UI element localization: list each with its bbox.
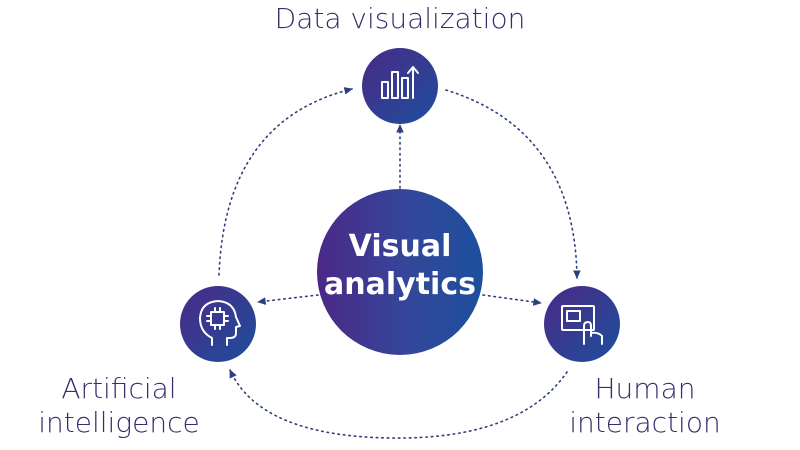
label-data-visualization-text: Data visualization: [274, 2, 526, 35]
label-data-visualization: Data visualization: [0, 2, 800, 36]
node-data-visualization: [362, 48, 438, 124]
node-artificial-intelligence: [180, 286, 256, 362]
label-human-interaction: Human interaction: [545, 372, 745, 440]
node-human-interaction: [544, 286, 620, 362]
center-title-line2: analytics: [324, 267, 476, 302]
label-ai-line2: intelligence: [38, 406, 200, 439]
connector-ai-to-dataviz: [218, 87, 353, 276]
label-ai-line1: Artificial: [61, 372, 177, 405]
connector-center-to-human: [482, 294, 542, 306]
brain-chip-head-icon: [199, 300, 241, 346]
label-human-line2: interaction: [569, 406, 721, 439]
label-artificial-intelligence: Artificial intelligence: [24, 372, 214, 440]
connector-human-to-ai: [229, 369, 568, 439]
connector-dataviz-to-human: [445, 89, 581, 279]
connector-center-to-ai: [257, 294, 319, 305]
label-human-line1: Human: [594, 372, 696, 405]
center-title-line1: Visual: [349, 229, 452, 264]
bar-chart-arrow-icon: [381, 66, 419, 99]
center-node-visual-analytics: Visual analytics: [317, 189, 483, 355]
touch-screen-icon: [561, 305, 603, 345]
